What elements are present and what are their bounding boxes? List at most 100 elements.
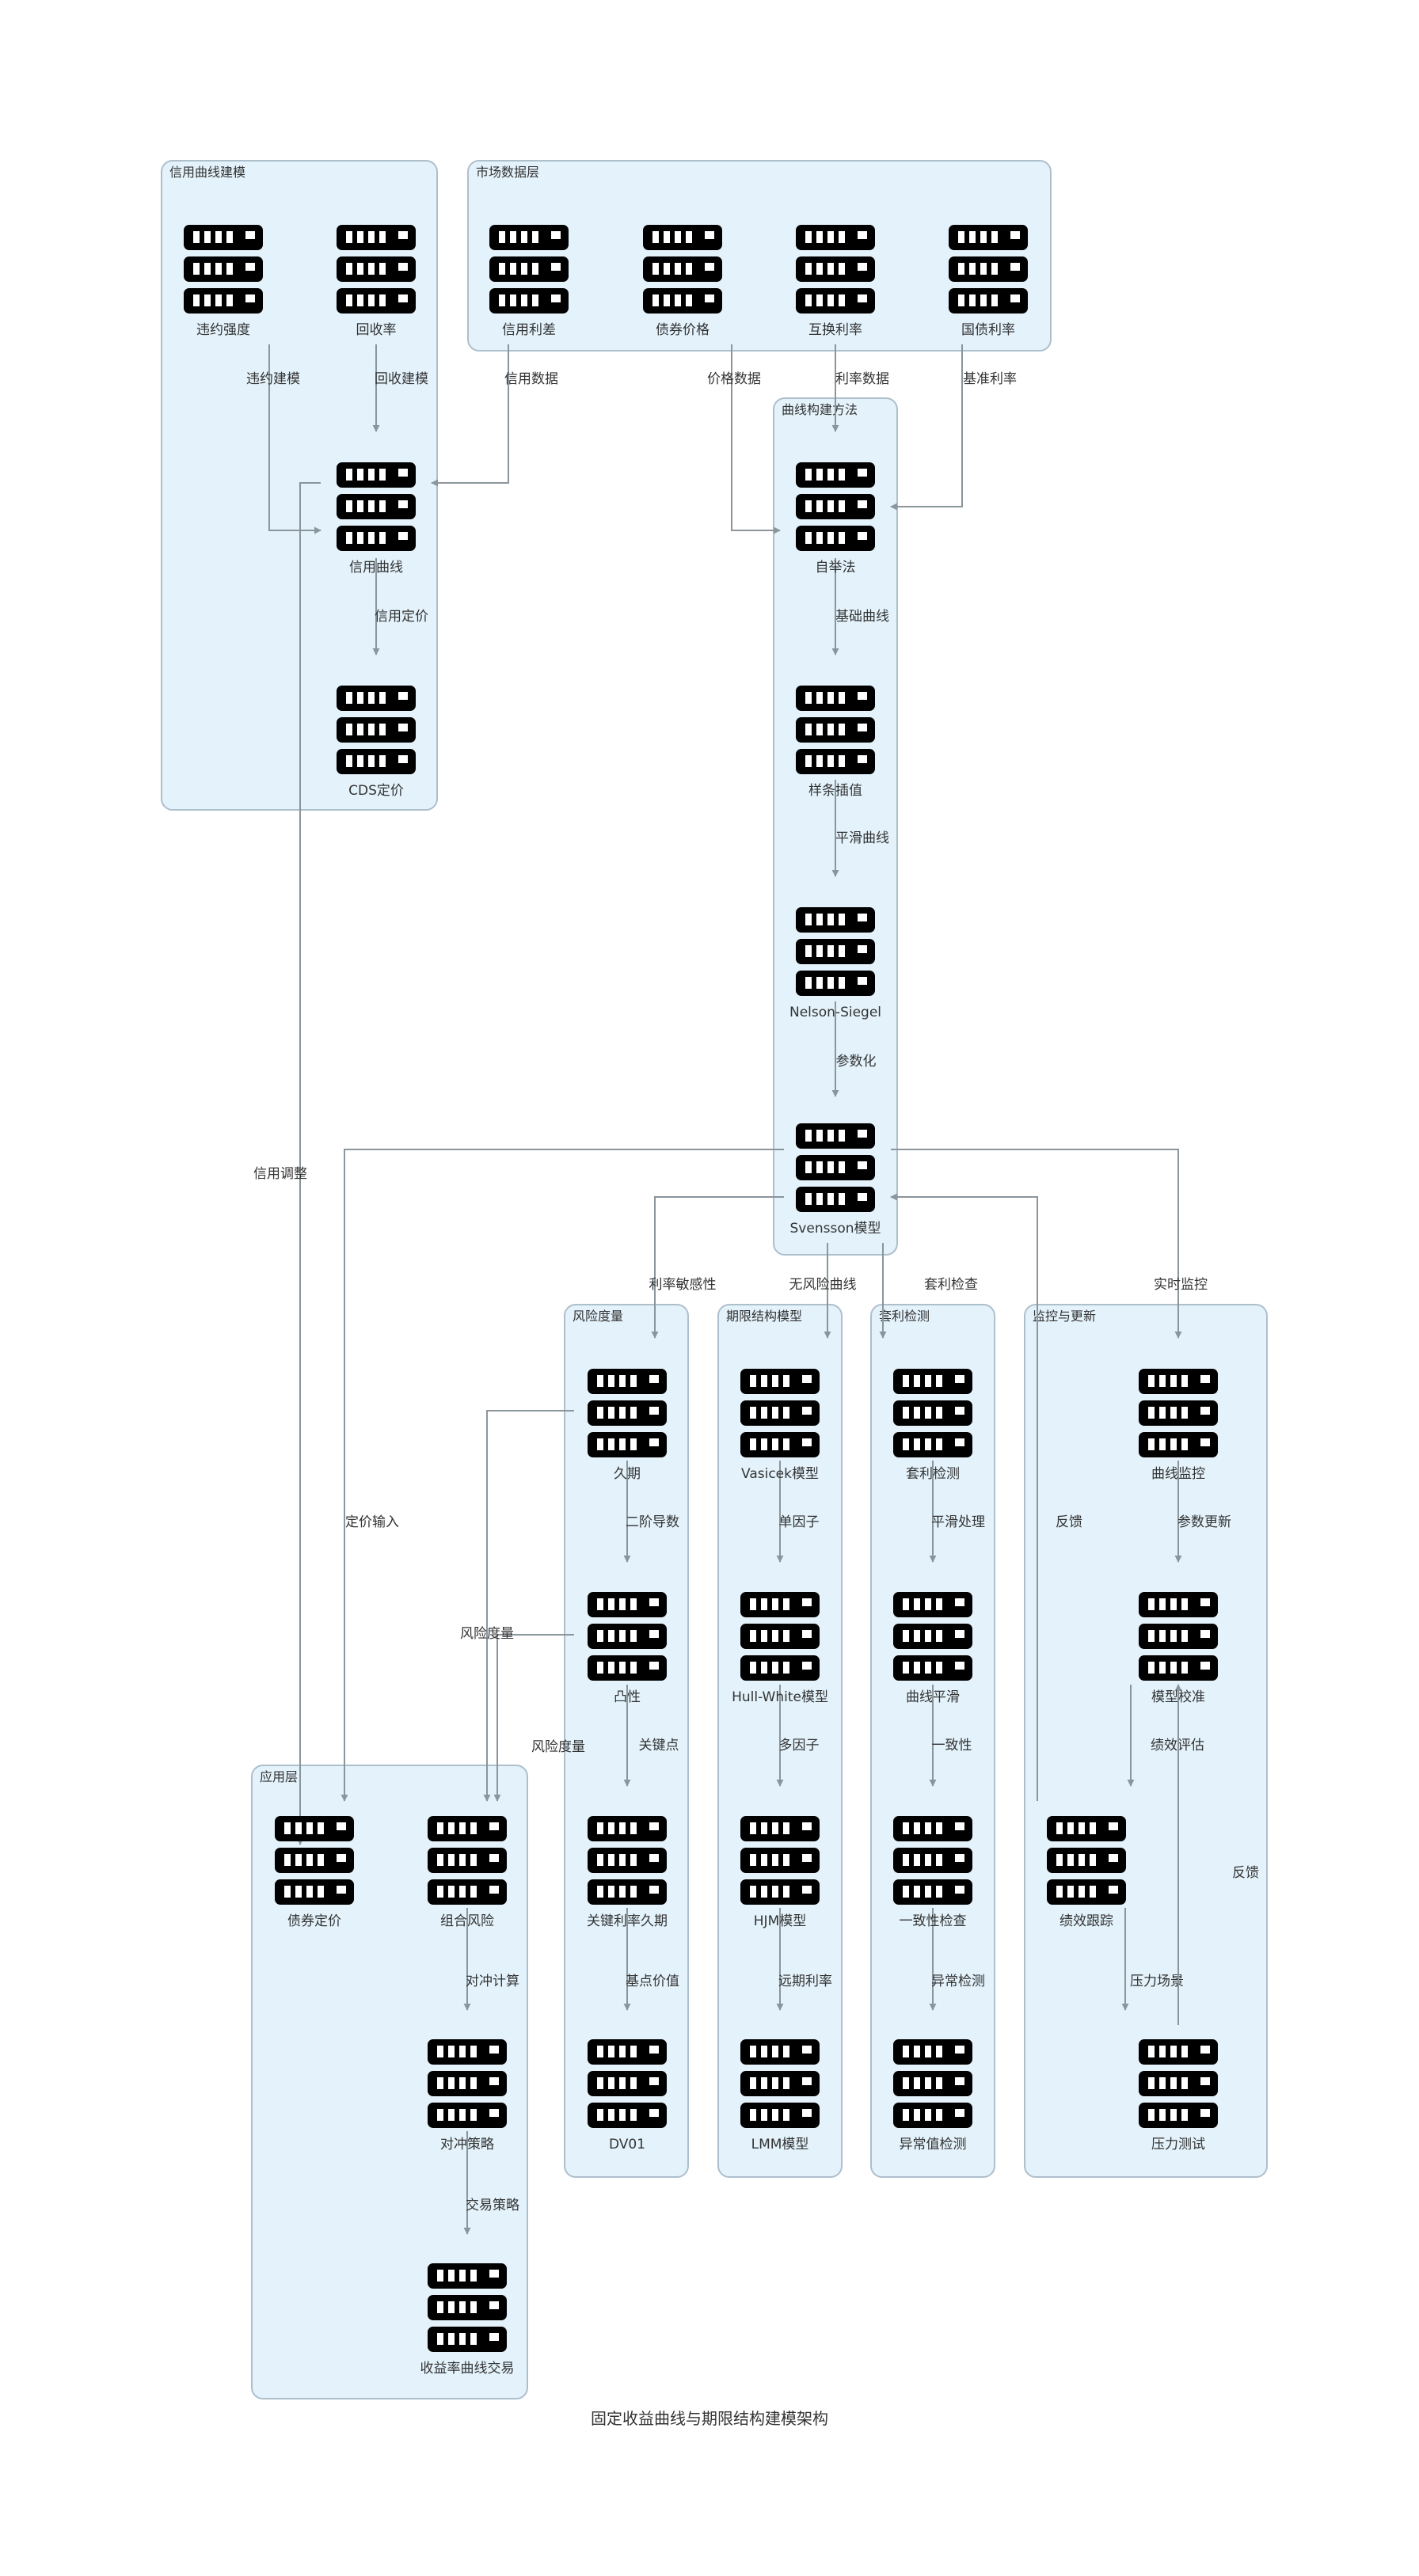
node-vasicek[interactable]: Vasicek模型 [740, 1369, 820, 1482]
edge-label: 一致性 [932, 1738, 972, 1753]
node-calibration[interactable]: 模型校准 [1139, 1592, 1218, 1705]
node-label: 关键利率久期 [587, 1913, 668, 1929]
edge-hedge-to-yc_trade: 交易策略 [463, 2131, 519, 2235]
node-hjm[interactable]: HJM模型 [740, 1816, 820, 1929]
edge-label: 对冲计算 [466, 1974, 519, 1989]
group-box [467, 160, 1052, 351]
edge-label: 平滑曲线 [835, 830, 889, 846]
server-rack-icon [428, 1816, 507, 1905]
group-box [251, 1765, 528, 2399]
edge-nelson-to-svensson: 参数化 [831, 1001, 877, 1097]
server-rack-icon [740, 1816, 820, 1905]
node-arb_check[interactable]: 套利检测 [893, 1369, 972, 1482]
edge-label: 参数化 [836, 1054, 877, 1070]
server-rack-icon [184, 225, 263, 313]
group-label: 监控与更新 [1033, 1309, 1096, 1324]
node-perf_track[interactable]: 绩效跟踪 [1047, 1816, 1126, 1929]
edge-line [431, 344, 509, 487]
node-label: LMM模型 [751, 2137, 809, 2152]
edge-label: 无风险曲线 [789, 1277, 857, 1293]
node-treasury_rate[interactable]: 国债利率 [949, 225, 1028, 338]
server-rack-icon [893, 1816, 972, 1905]
node-duration[interactable]: 久期 [588, 1369, 667, 1482]
node-label: 压力测试 [1151, 2137, 1205, 2152]
edge-label: 定价输入 [345, 1514, 399, 1530]
node-convexity[interactable]: 凸性 [588, 1592, 667, 1705]
node-swap_rate[interactable]: 互换利率 [796, 225, 875, 338]
edge-duration-to-convexity: 二阶导数 [623, 1461, 679, 1563]
edge-label: 利率数据 [835, 371, 889, 387]
edge-label: 信用数据 [504, 371, 558, 387]
node-label: 自举法 [816, 560, 856, 576]
node-label: 异常值检测 [900, 2137, 967, 2152]
node-outlier[interactable]: 异常值检测 [893, 2039, 972, 2152]
node-hullwhite[interactable]: Hull-White模型 [732, 1592, 828, 1705]
node-cds[interactable]: CDS定价 [337, 686, 416, 799]
edge-label: 多因子 [779, 1738, 820, 1753]
server-rack-icon [1047, 1816, 1126, 1905]
edge-label: 实时监控 [1154, 1277, 1208, 1293]
group-label: 信用曲线建模 [169, 165, 245, 180]
edge-line [651, 1196, 784, 1339]
edge-bond_price-to-bootstrap: 价格数据 [707, 344, 781, 534]
node-consistency[interactable]: 一致性检查 [893, 1816, 972, 1929]
node-label: 组合风险 [440, 1913, 494, 1929]
group-monitor: 监控与更新 [1024, 1304, 1268, 2178]
edge-label: 关键点 [639, 1738, 679, 1753]
edge-convexity-to-krd: 关键点 [623, 1685, 679, 1787]
node-hedge[interactable]: 对冲策略 [428, 2039, 507, 2152]
node-bond_price[interactable]: 债券价格 [643, 225, 722, 338]
node-portfolio_risk[interactable]: 组合风险 [428, 1816, 507, 1929]
server-rack-icon [337, 686, 416, 774]
node-spline[interactable]: 样条插值 [796, 686, 875, 799]
edge-smooth-to-consistency: 一致性 [929, 1685, 972, 1787]
edge-label: 基准利率 [963, 371, 1017, 387]
edge-krd-to-dv01: 基点价值 [623, 1908, 679, 2011]
node-default_intensity[interactable]: 违约强度 [184, 225, 263, 338]
node-svensson[interactable]: Svensson模型 [790, 1123, 881, 1237]
edge-line [731, 344, 781, 534]
node-label: 绩效跟踪 [1059, 1913, 1113, 1929]
edge-label: 交易策略 [466, 2198, 519, 2213]
edge-svensson-to-duration: 利率敏感性 [649, 1196, 784, 1339]
edge-perf_track-to-svensson: 反馈 [890, 1193, 1082, 1801]
edge-label: 远期利率 [778, 1974, 832, 1989]
edge-label: 风险度量 [460, 1626, 514, 1642]
edge-label: 回收建模 [375, 371, 428, 387]
edge-label: 反馈 [1056, 1514, 1082, 1530]
group-label: 期限结构模型 [726, 1309, 802, 1324]
node-curve_monitor[interactable]: 曲线监控 [1139, 1369, 1218, 1482]
server-rack-icon [1139, 2039, 1218, 2128]
edge-svensson-to-bond_pricing: 定价输入 [340, 1149, 784, 1802]
edge-label: 基点价值 [626, 1974, 679, 1989]
edge-line [296, 482, 321, 1845]
node-nelson[interactable]: Nelson-Siegel [789, 907, 881, 1020]
edge-label: 风险度量 [531, 1739, 585, 1755]
node-yc_trade[interactable]: 收益率曲线交易 [420, 2263, 515, 2377]
edge-credit_curve-to-cds: 信用定价 [372, 558, 428, 655]
node-bootstrap[interactable]: 自举法 [796, 462, 875, 576]
node-dv01[interactable]: DV01 [588, 2039, 667, 2152]
edge-hjm-to-lmm: 远期利率 [776, 1908, 832, 2011]
edge-curve_monitor-to-calibration: 参数更新 [1174, 1461, 1231, 1563]
group-label: 市场数据层 [476, 165, 539, 180]
node-krd[interactable]: 关键利率久期 [587, 1816, 668, 1929]
server-rack-icon [740, 2039, 820, 2128]
node-recovery[interactable]: 回收率 [337, 225, 416, 338]
node-credit_curve[interactable]: 信用曲线 [337, 462, 416, 576]
node-smooth[interactable]: 曲线平滑 [893, 1592, 972, 1705]
server-rack-icon [428, 2039, 507, 2128]
node-stress[interactable]: 压力测试 [1139, 2039, 1218, 2152]
edge-treasury_rate-to-bootstrap: 基准利率 [890, 344, 1017, 511]
node-bond_pricing[interactable]: 债券定价 [275, 1816, 354, 1929]
edge-label: 利率敏感性 [649, 1277, 717, 1293]
node-credit_spread[interactable]: 信用利差 [489, 225, 569, 338]
node-label: 国债利率 [961, 322, 1015, 338]
edge-label: 套利检查 [924, 1277, 978, 1293]
edge-line [493, 1634, 574, 1802]
edge-default_intensity-to-credit_curve: 违约建模 [246, 344, 321, 534]
server-rack-icon [740, 1369, 820, 1457]
node-lmm[interactable]: LMM模型 [740, 2039, 820, 2152]
edge-svensson-to-arb_check: 套利检查 [879, 1243, 978, 1339]
edge-spline-to-nelson: 平滑曲线 [831, 780, 889, 877]
